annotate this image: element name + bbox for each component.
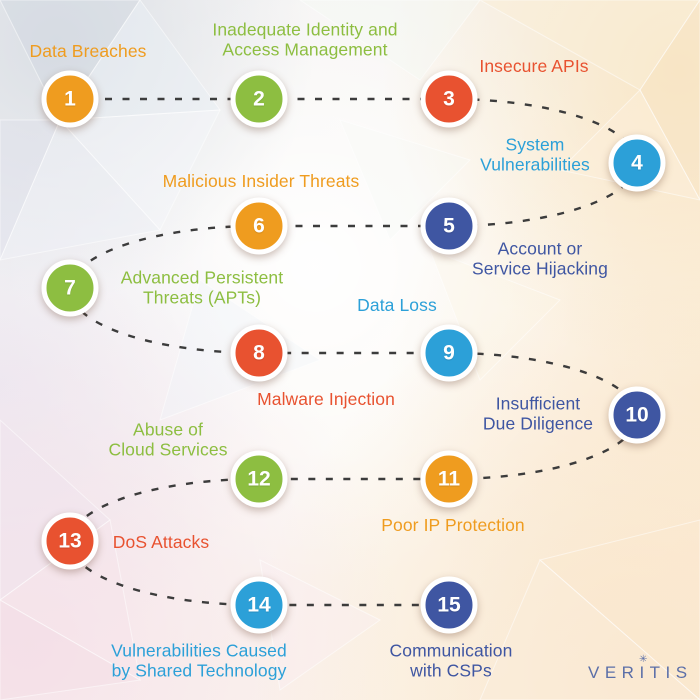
node-11: 11 <box>420 450 478 508</box>
node-8-number: 8 <box>253 341 265 365</box>
node-13: 13 <box>41 512 99 570</box>
node-8: 8 <box>230 324 288 382</box>
veritis-logo: ✳ VERITIS <box>588 654 693 683</box>
label-system-vulnerabilities: System Vulnerabilities <box>480 134 590 174</box>
label-poor-ip-protection: Poor IP Protection <box>381 515 525 536</box>
label-data-loss: Data Loss <box>357 295 437 316</box>
connector-path <box>68 97 639 607</box>
node-4: 4 <box>608 134 666 192</box>
logo-sparkle-icon: ✳ <box>639 654 648 665</box>
node-9-number: 9 <box>443 341 455 365</box>
label-malware-injection: Malware Injection <box>257 389 395 410</box>
node-6-number: 6 <box>253 214 265 238</box>
label-insufficient-diligence: Insufficient Due Diligence <box>482 393 594 433</box>
node-13-number: 13 <box>58 529 82 553</box>
node-7: 7 <box>41 259 99 317</box>
node-12: 12 <box>230 450 288 508</box>
label-shared-technology: Vulnerabilities Caused by Shared Technol… <box>111 640 287 680</box>
label-communication-csps: Communication with CSPs <box>389 640 513 680</box>
node-2: 2 <box>230 70 288 128</box>
label-apts: Advanced Persistent Threats (APTs) <box>120 267 284 307</box>
node-14-number: 14 <box>247 593 271 617</box>
node-1-number: 1 <box>64 87 76 111</box>
label-inadequate-identity: Inadequate Identity and Access Managemen… <box>212 19 398 59</box>
node-10: 10 <box>608 386 666 444</box>
node-2-number: 2 <box>253 87 265 111</box>
node-4-number: 4 <box>631 151 643 175</box>
label-insecure-apis: Insecure APIs <box>479 56 589 77</box>
node-11-number: 11 <box>437 467 461 491</box>
label-abuse-cloud-services: Abuse of Cloud Services <box>108 419 228 459</box>
node-1: 1 <box>41 70 99 128</box>
node-3: 3 <box>420 70 478 128</box>
node-5: 5 <box>420 197 478 255</box>
label-data-breaches: Data Breaches <box>29 41 147 62</box>
label-malicious-insider: Malicious Insider Threats <box>162 171 360 192</box>
node-6: 6 <box>230 197 288 255</box>
node-7-number: 7 <box>64 276 76 300</box>
node-12-number: 12 <box>247 467 271 491</box>
node-15: 15 <box>420 576 478 634</box>
logo-text: VERITIS <box>588 663 693 682</box>
node-9: 9 <box>420 324 478 382</box>
node-10-number: 10 <box>625 403 649 427</box>
node-5-number: 5 <box>443 214 455 238</box>
node-14: 14 <box>230 576 288 634</box>
label-account-hijacking: Account or Service Hijacking <box>472 238 608 278</box>
node-3-number: 3 <box>443 87 455 111</box>
node-15-number: 15 <box>437 593 461 617</box>
label-dos-attacks: DoS Attacks <box>112 532 210 553</box>
